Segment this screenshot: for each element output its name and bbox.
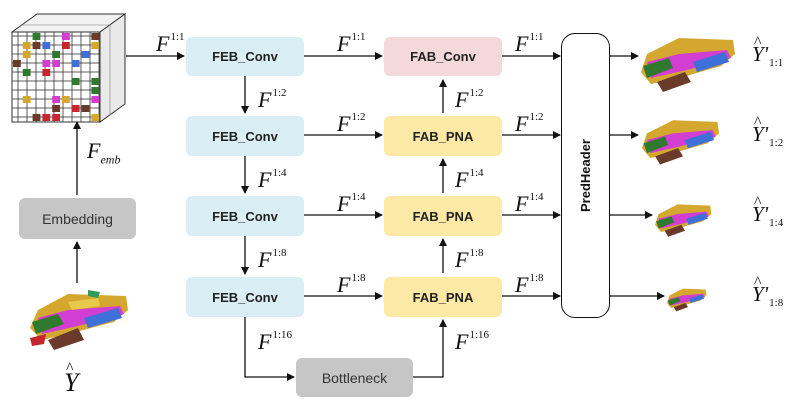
label-f-1-8-out: F1:8 [515, 272, 544, 297]
label-f-1-2-up: F1:2 [455, 87, 484, 112]
label-output-1-4: Y'1:4 [752, 195, 783, 229]
label-f-1-16-up: F1:16 [455, 329, 490, 354]
predheader-label: PredHeader [578, 139, 594, 212]
embedding-block: Embedding [19, 198, 136, 239]
label-f-1-4-up: F1:4 [455, 167, 484, 192]
label-f-1-1-mid: F1:1 [337, 31, 366, 56]
label-f-1-2-out: F1:2 [515, 111, 544, 136]
predheader-block: PredHeader [561, 33, 610, 318]
label-f-1-8-down: F1:8 [258, 247, 287, 272]
label-output-1-8: Y'1:8 [752, 275, 783, 309]
label-f-1-4-down: F1:4 [258, 167, 287, 192]
bottleneck-block: Bottleneck [296, 358, 413, 397]
label-f-emb: Femb [87, 138, 121, 167]
label-f-1-16-down: F1:16 [258, 329, 293, 354]
input-segmentation-image [30, 290, 128, 350]
label-f-1-2-down: F1:2 [258, 87, 287, 112]
connections [73, 52, 665, 381]
fab-pna-block-1: FAB_PNA [384, 116, 502, 156]
feb-conv-block-4: FEB_Conv [186, 277, 304, 317]
output-segmentation-1-1 [641, 38, 735, 92]
label-f-1-4-out: F1:4 [515, 191, 544, 216]
output-segmentation-1-2 [642, 120, 720, 165]
label-f-1-1-out: F1:1 [515, 31, 544, 56]
feb-conv-block-2: FEB_Conv [186, 116, 304, 156]
label-f-1-2-mid: F1:2 [337, 111, 366, 136]
label-input-y-hat: Y [64, 361, 78, 396]
label-f-1-8-up: F1:8 [455, 247, 484, 272]
label-output-1-2: Y'1:2 [752, 115, 783, 149]
fab-conv-block: FAB_Conv [384, 37, 502, 76]
output-segmentation-1-4 [655, 204, 712, 237]
feb-conv-block-3: FEB_Conv [186, 196, 304, 236]
label-f-input: F1:1 [156, 31, 185, 56]
fab-pna-block-2: FAB_PNA [384, 196, 502, 236]
label-f-1-4-mid: F1:4 [337, 191, 366, 216]
output-segmentation-1-8 [667, 288, 707, 312]
embedding-cube-icon [10, 13, 127, 123]
label-output-1-1: Y'1:1 [752, 35, 783, 69]
fab-pna-block-3: FAB_PNA [384, 277, 502, 317]
feb-conv-block-1: FEB_Conv [186, 37, 304, 76]
label-f-1-8-mid: F1:8 [337, 272, 366, 297]
